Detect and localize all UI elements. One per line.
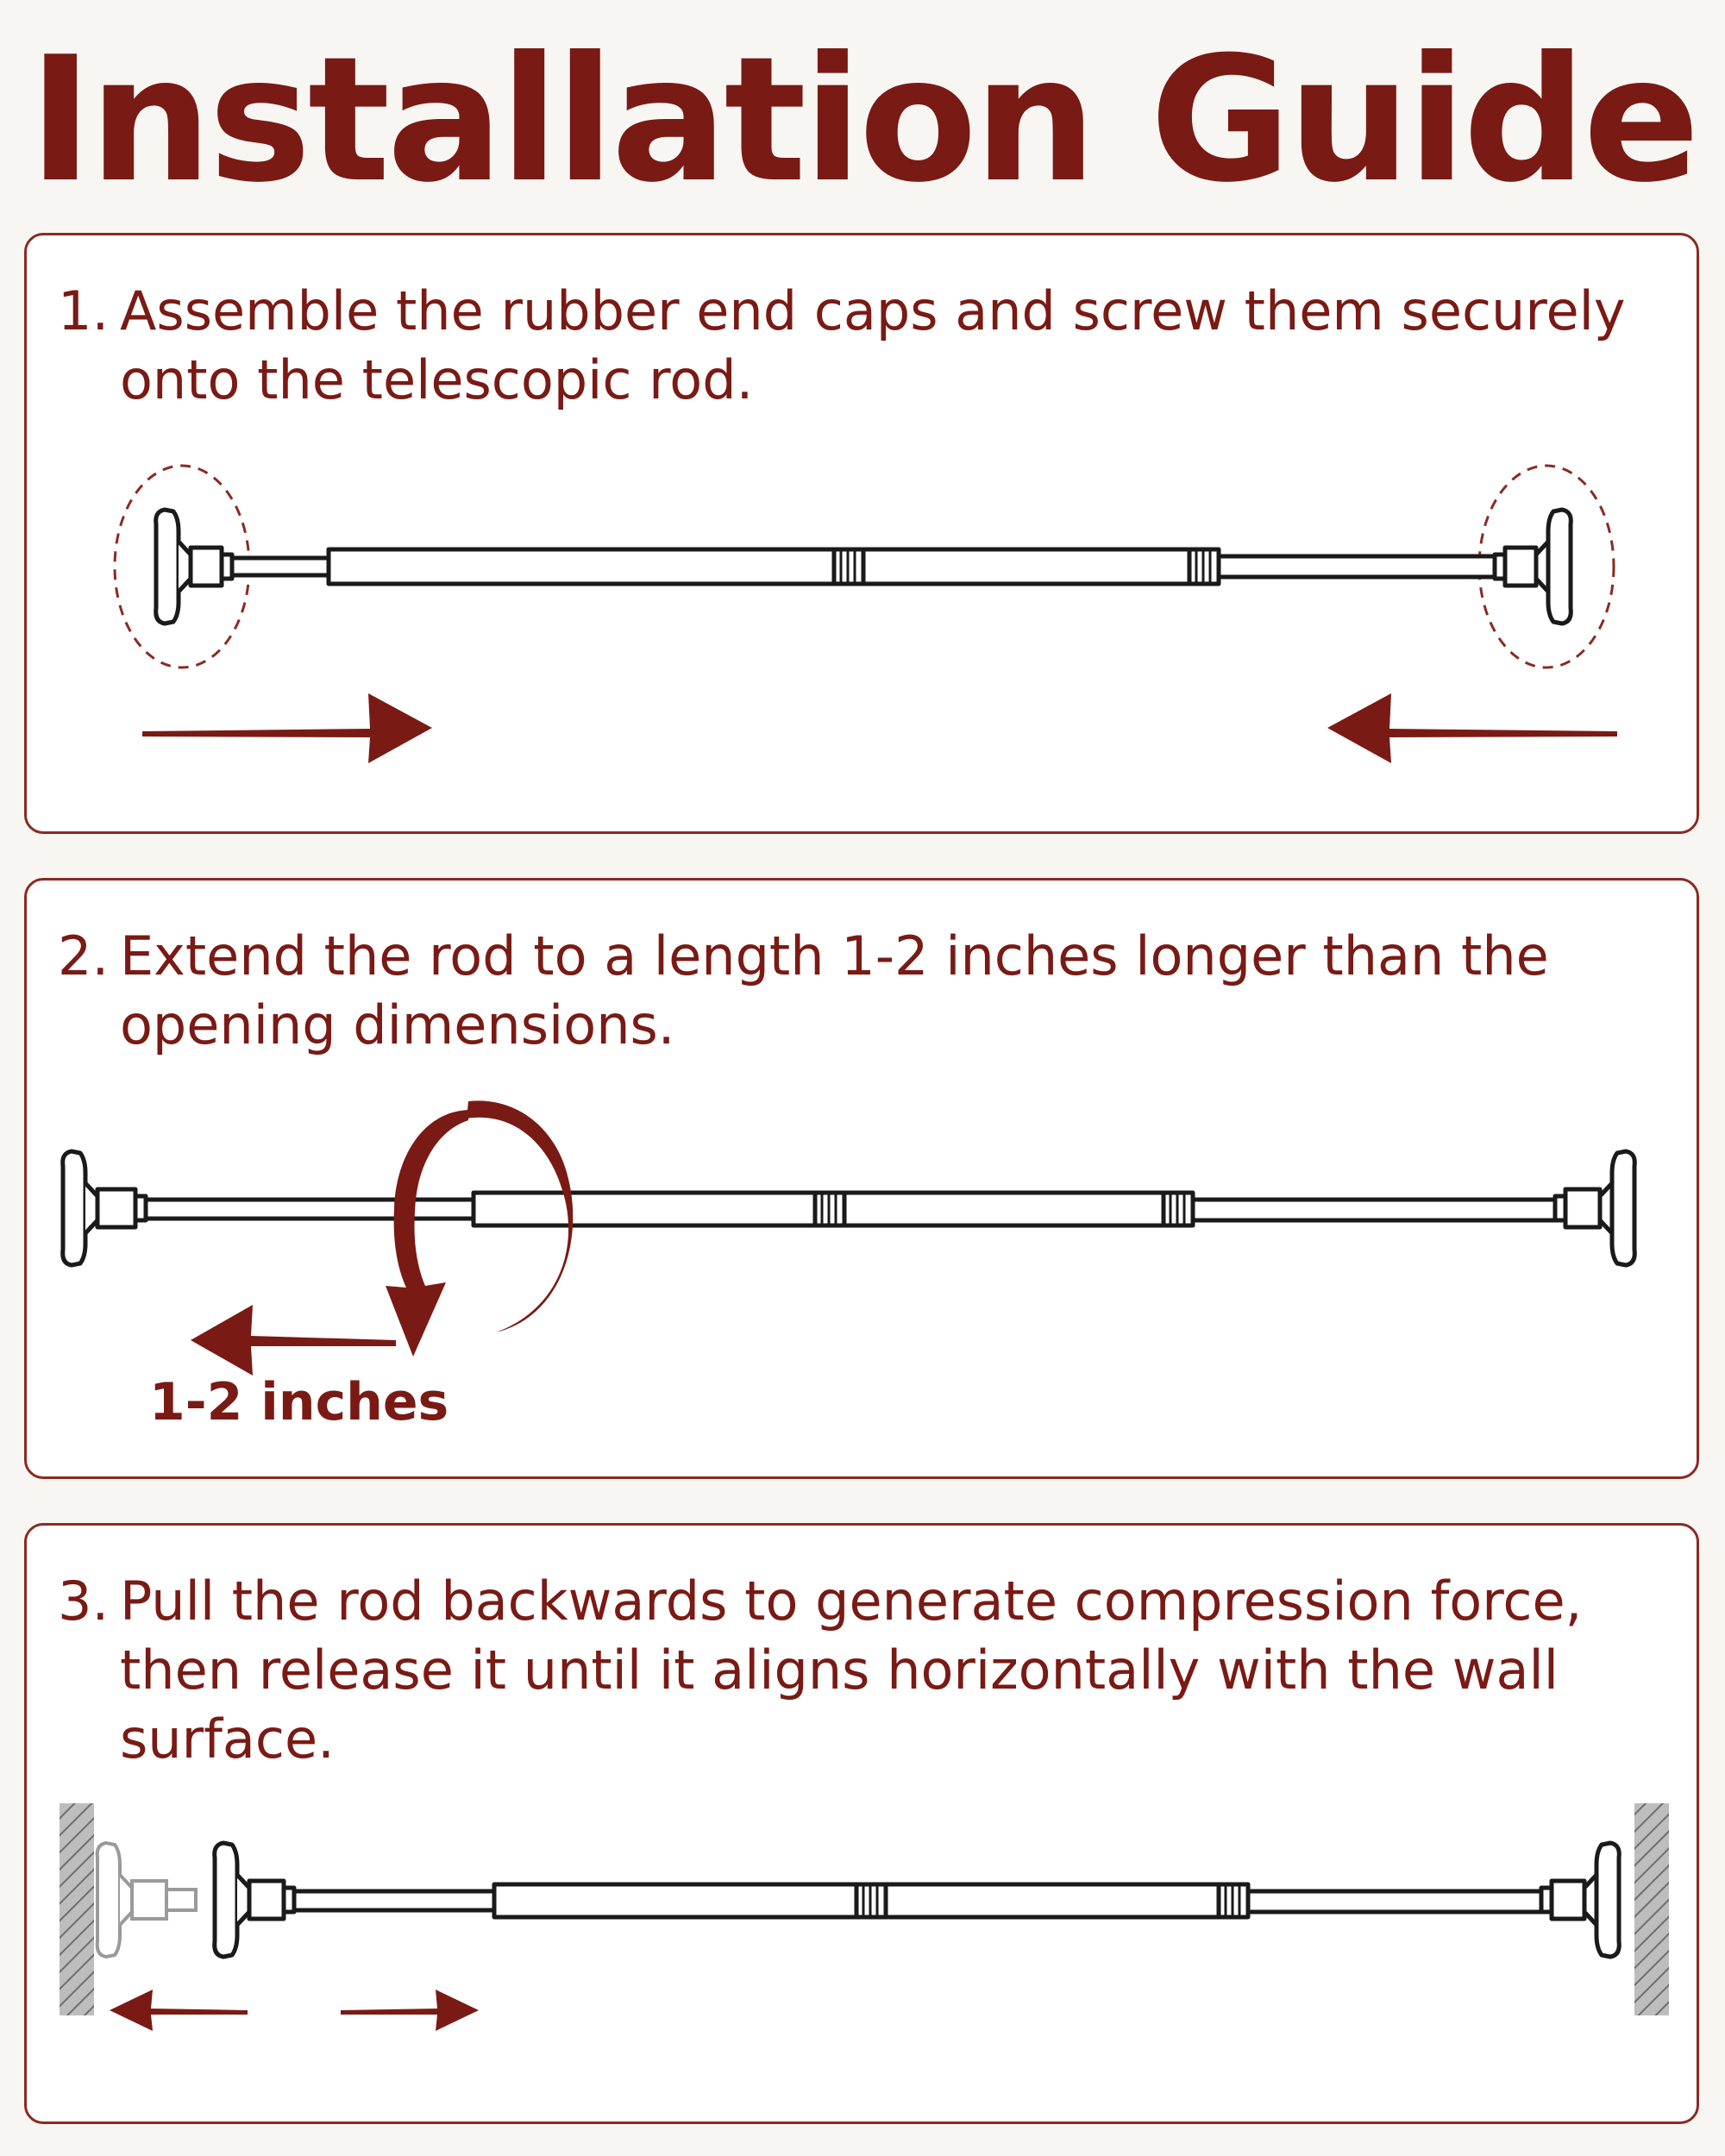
step-number: 2. bbox=[58, 924, 110, 987]
left-wall bbox=[60, 1803, 94, 2015]
left-end-cap bbox=[154, 507, 235, 626]
step-text: Extend the rod to a length 1-2 inches lo… bbox=[120, 924, 1549, 1056]
mid-tube bbox=[861, 547, 1192, 586]
step-3-panel: 3. Pull the rod backwards to generate co… bbox=[24, 1523, 1699, 2124]
arrow-right-icon bbox=[341, 1990, 479, 2031]
arrow-left-icon bbox=[110, 1990, 248, 2031]
thin-rod-right bbox=[1216, 554, 1497, 580]
extension-label: 1-2 inches bbox=[149, 1372, 449, 1432]
step-text: Assemble the rubber end caps and screw t… bbox=[120, 279, 1626, 411]
step-1-instruction: 1. Assemble the rubber end caps and scre… bbox=[58, 277, 1679, 415]
thin-rod-left bbox=[229, 555, 331, 578]
thick-tube bbox=[326, 547, 837, 586]
step-2-illustration bbox=[60, 1100, 1637, 1376]
right-end-cap bbox=[1492, 507, 1573, 626]
left-end-cap bbox=[60, 1149, 148, 1268]
right-wall bbox=[1634, 1803, 1669, 2015]
thick-tube bbox=[492, 1882, 859, 1920]
page-title: Installation Guide bbox=[28, 20, 1700, 221]
mid-tube bbox=[842, 1190, 1166, 1228]
arrow-left-icon bbox=[191, 1305, 396, 1376]
thin-rod-right bbox=[1245, 1889, 1544, 1915]
step-2-instruction: 2. Extend the rod to a length 1-2 inches… bbox=[58, 922, 1679, 1060]
thin-rod-left bbox=[143, 1197, 476, 1221]
right-end-cap bbox=[1539, 1840, 1622, 1959]
mid-tube bbox=[883, 1882, 1221, 1920]
left-end-cap bbox=[212, 1840, 297, 1959]
step-number: 3. bbox=[58, 1570, 110, 1633]
right-end-cap bbox=[1552, 1149, 1637, 1268]
thin-rod-right bbox=[1190, 1197, 1558, 1223]
step-3-illustration bbox=[60, 1803, 1669, 2031]
rotate-arrow-icon bbox=[386, 1100, 574, 1357]
step-text: Pull the rod backwards to generate compr… bbox=[120, 1570, 1583, 1771]
ghost-end-cap bbox=[95, 1840, 198, 1959]
right-cap-highlight bbox=[1477, 464, 1615, 669]
thin-rod-left bbox=[292, 1889, 497, 1913]
step-1-illustration bbox=[113, 464, 1617, 763]
step-1-panel: 1. Assemble the rubber end caps and scre… bbox=[24, 233, 1699, 834]
step-number: 1. bbox=[58, 279, 110, 342]
step-2-panel: 2. Extend the rod to a length 1-2 inches… bbox=[24, 878, 1699, 1479]
thick-tube bbox=[471, 1190, 818, 1228]
step-3-instruction: 3. Pull the rod backwards to generate co… bbox=[58, 1567, 1679, 1774]
arrow-left-icon bbox=[1327, 693, 1617, 763]
arrow-right-icon bbox=[142, 693, 432, 763]
